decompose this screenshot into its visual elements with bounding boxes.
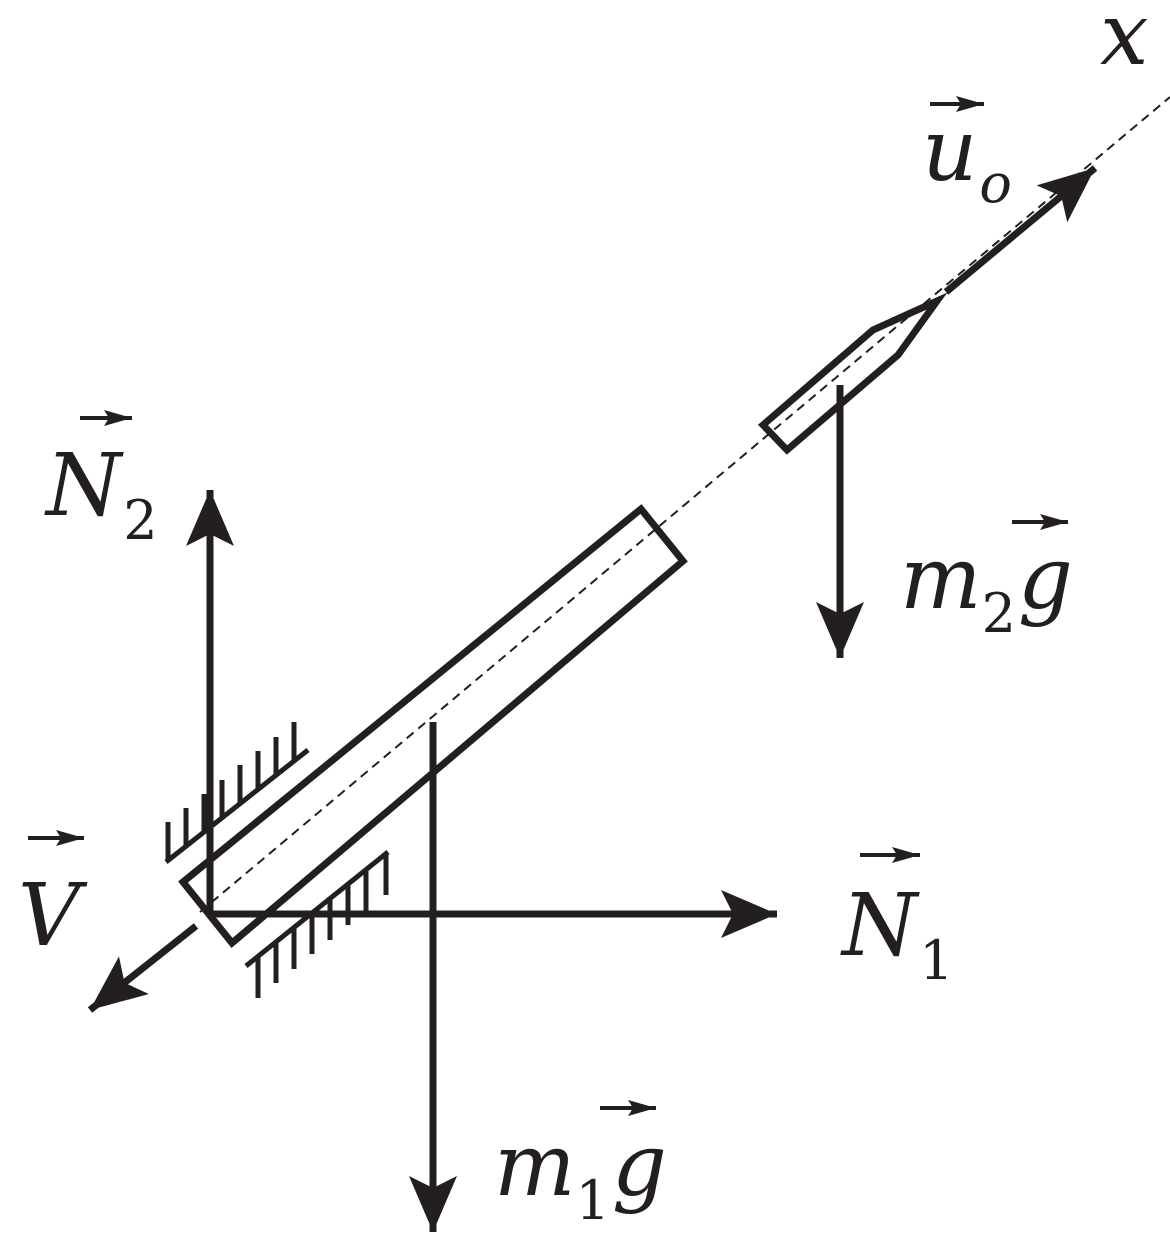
n1-label: N1 [840, 876, 954, 992]
cannon-barrel [178, 504, 688, 948]
x-axis-label: x [1100, 0, 1149, 85]
u0-label: uo [922, 101, 1012, 215]
n2-label: N2 [44, 436, 158, 552]
x-axis-line [199, 96, 1170, 913]
u0-velocity-arrow [943, 165, 1098, 295]
recoil-velocity-arrow [87, 923, 199, 1013]
v-label: V [18, 866, 88, 966]
projectile [757, 292, 948, 455]
lower-support [244, 850, 390, 998]
m1g-label: m1g [494, 1116, 667, 1232]
vector-overbars [28, 96, 1068, 1116]
m2g-label: m2g [900, 529, 1073, 645]
upper-support [164, 722, 310, 864]
